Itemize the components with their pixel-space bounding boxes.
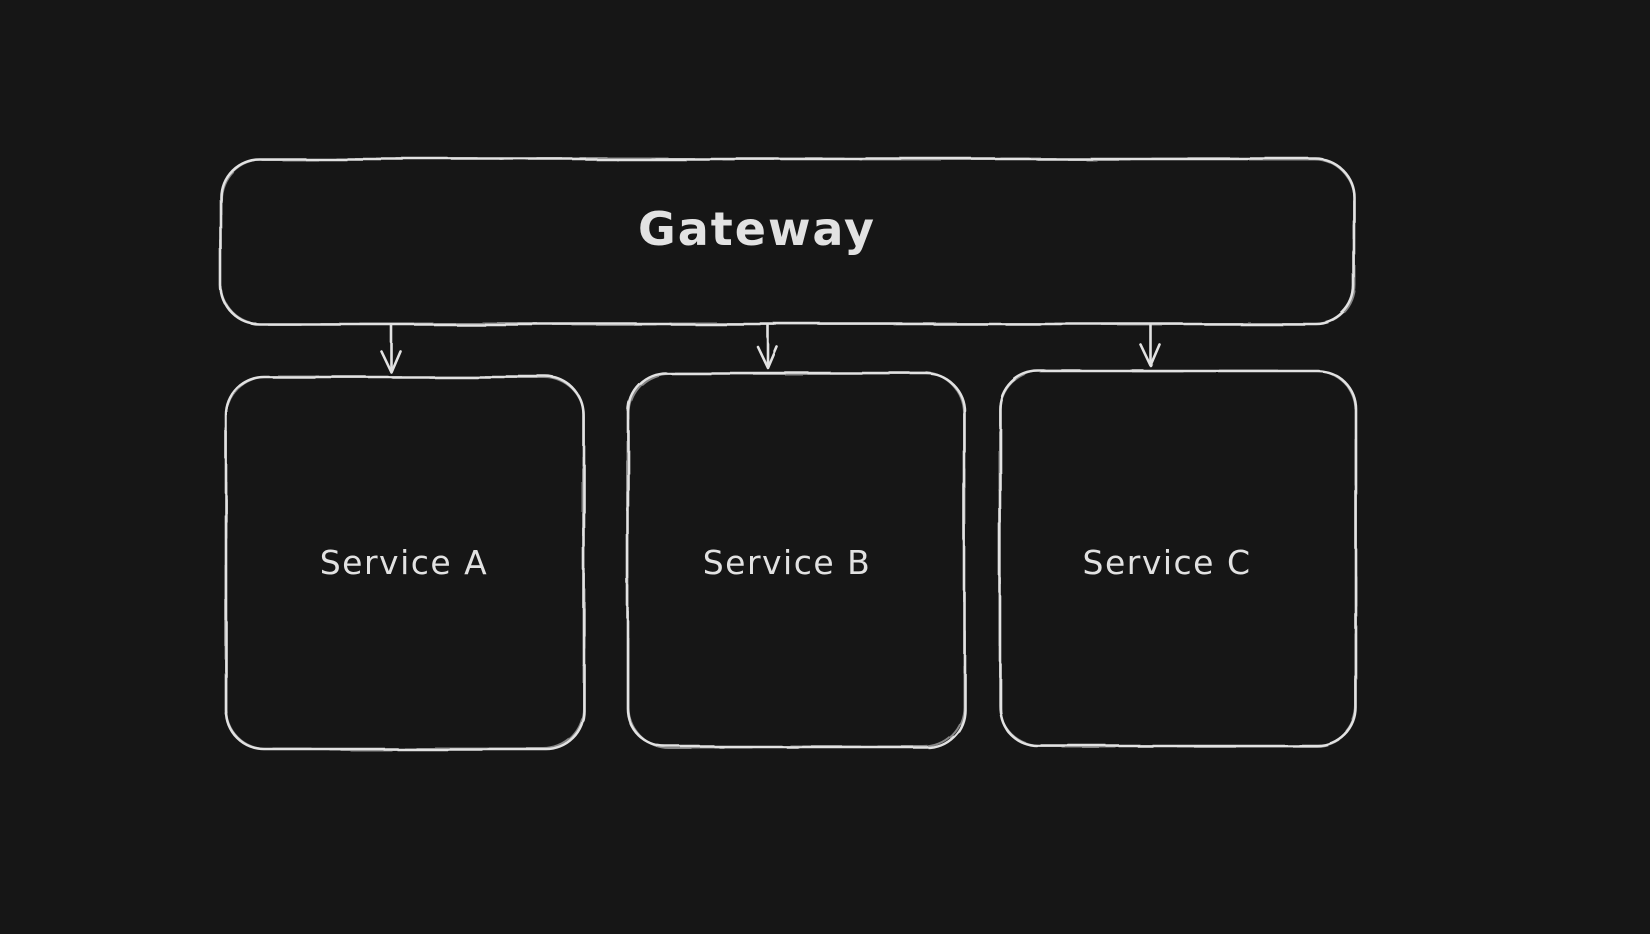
gateway-node-overdraw <box>220 158 1355 325</box>
gateway-label: Gateway <box>638 202 876 256</box>
labels-layer: Gateway Service A Service B Service C <box>320 202 1252 582</box>
service-b-node-overdraw <box>627 372 965 748</box>
sketch-layer-overdraw <box>220 158 1357 750</box>
edge-gateway-service-b[interactable] <box>756 323 779 370</box>
service-c-node-overdraw <box>999 370 1357 747</box>
arrow-head-icon <box>379 349 402 374</box>
service-a-node-overdraw <box>225 376 585 750</box>
service-a-label: Service A <box>320 543 489 582</box>
arrow-head-icon <box>1139 343 1162 368</box>
service-c-label: Service C <box>1083 543 1252 582</box>
service-b-label: Service B <box>703 543 872 582</box>
arrow-head-icon <box>756 345 779 370</box>
edge-gateway-service-a[interactable] <box>379 323 402 374</box>
edge-gateway-service-c[interactable] <box>1139 323 1162 368</box>
